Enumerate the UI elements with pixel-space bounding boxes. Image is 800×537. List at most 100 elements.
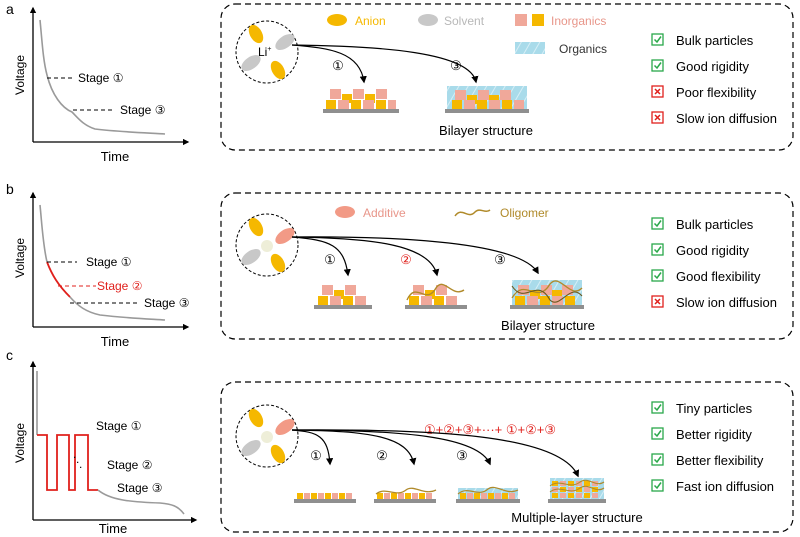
property-item: Tiny particles (651, 401, 753, 416)
bilayer-structure (445, 86, 529, 113)
li-ion-label: Li+ (258, 45, 271, 59)
property-item: Poor flexibility (651, 85, 757, 100)
solvent-shape (275, 34, 295, 50)
multilayer-structure (548, 478, 606, 503)
solvent-shape (241, 440, 261, 456)
voltage-plot: Voltage Time Stage ① Stage ③ (13, 6, 190, 164)
legend: Anion Solvent Inorganics Organics (327, 14, 607, 56)
voltage-curve (39, 19, 166, 135)
thin-inorganic-layer (294, 493, 356, 503)
cross-icon (651, 295, 664, 308)
thin-oligomer-layer (374, 487, 437, 503)
sheath-boundary (235, 20, 299, 84)
property-label: Good rigidity (676, 243, 749, 258)
path-label: ① (310, 448, 322, 463)
additive-shape (275, 419, 295, 435)
sheath-boundary (235, 404, 299, 468)
property-label: Good flexibility (676, 269, 761, 284)
x-axis-label: Time (101, 334, 129, 349)
property-item: Slow ion diffusion (651, 295, 777, 310)
mechanism-box (220, 381, 794, 533)
bilayer-structure (510, 280, 584, 309)
substrate (323, 109, 399, 113)
oligomer-legend-icon (454, 209, 491, 217)
path-label: ① (332, 58, 344, 73)
stage-label: Stage ② (107, 458, 152, 472)
structure-label: Bilayer structure (439, 123, 533, 138)
solvation-sheath: Li+ (235, 20, 299, 84)
legend-oligomer-label: Oligomer (500, 206, 549, 220)
legend: Additive Oligomer (335, 206, 549, 220)
ellipsis-dots: . (73, 447, 76, 461)
stage-label: Stage ③ (120, 103, 165, 117)
property-label: Better flexibility (676, 453, 764, 468)
oligomer-chain (406, 283, 465, 301)
property-label: Fast ion diffusion (676, 479, 774, 494)
stage-label: Stage ① (86, 255, 131, 269)
property-label: Tiny particles (676, 401, 753, 416)
x-axis-label: Time (101, 149, 129, 164)
voltage-curve (97, 489, 185, 515)
formation-arrow (291, 44, 367, 84)
check-icon (651, 427, 664, 440)
stage-label: Stage ③ (117, 481, 162, 495)
property-item: Good flexibility (651, 269, 761, 284)
stage-label: Stage ① (96, 419, 141, 433)
solvation-sheath (235, 404, 299, 468)
thin-bilayer (456, 486, 520, 503)
stage-label: Stage ③ (144, 296, 189, 310)
solvent-shape (241, 249, 261, 265)
panel-letter: b (6, 181, 14, 197)
voltage-plot: Voltage Time Stage ① Stage ② Stage ③ (13, 191, 189, 349)
property-item: Slow ion diffusion (651, 111, 777, 126)
additive-curve-segment (46, 261, 71, 298)
stage-label: Stage ① (78, 71, 123, 85)
property-item: Good rigidity (651, 243, 749, 258)
x-axis-label: Time (99, 521, 127, 536)
anion-shape (248, 217, 264, 237)
organic-legend-icon (515, 42, 545, 54)
additive-legend-icon (335, 206, 355, 218)
solvent-legend-icon (418, 14, 438, 26)
y-axis-label: Voltage (13, 55, 27, 95)
legend-organics-label: Organics (559, 42, 607, 56)
inorganic-layer-structure (314, 285, 372, 309)
check-icon (651, 479, 664, 492)
property-label: Good rigidity (676, 59, 749, 74)
cycle-sequence-label: ①+②+③+···+ ①+②+③ (424, 422, 556, 437)
substrate (456, 499, 520, 503)
check-icon (651, 243, 664, 256)
formation-arrow (291, 236, 539, 275)
check-icon (651, 217, 664, 230)
panel-b: b Voltage Time Stage ① Stage ② Stage ③ (6, 181, 794, 349)
mechanism-box (220, 192, 794, 340)
sheath-boundary (235, 213, 299, 277)
ellipsis-dots: . (79, 457, 82, 471)
legend-solvent-label: Solvent (444, 14, 485, 28)
mechanism-box (220, 3, 794, 151)
cycling-curve (37, 434, 98, 491)
property-item: Bulk particles (651, 217, 754, 232)
panel-a: a Voltage Time Stage ① Stage ③ Li+ Ani (6, 1, 794, 164)
path-label: ② (400, 252, 412, 267)
path-label: ③ (494, 252, 506, 267)
legend-inorganics-label: Inorganics (551, 14, 606, 28)
panel-letter: c (6, 347, 13, 363)
property-label: Bulk particles (676, 217, 754, 232)
property-item: Bulk particles (651, 33, 754, 48)
voltage-plot: Voltage Time . . . Stage ① Stage ② Stage… (13, 360, 198, 536)
structure-label: Multiple-layer structure (511, 510, 643, 525)
path-label: ① (324, 252, 336, 267)
formation-arrow (291, 429, 580, 478)
check-icon (651, 401, 664, 414)
additive-shape (275, 228, 295, 244)
li-ion (261, 431, 273, 443)
solvation-sheath (235, 213, 299, 277)
li-ion (261, 240, 273, 252)
legend-anion-label: Anion (355, 14, 386, 28)
structure-label: Bilayer structure (501, 318, 595, 333)
